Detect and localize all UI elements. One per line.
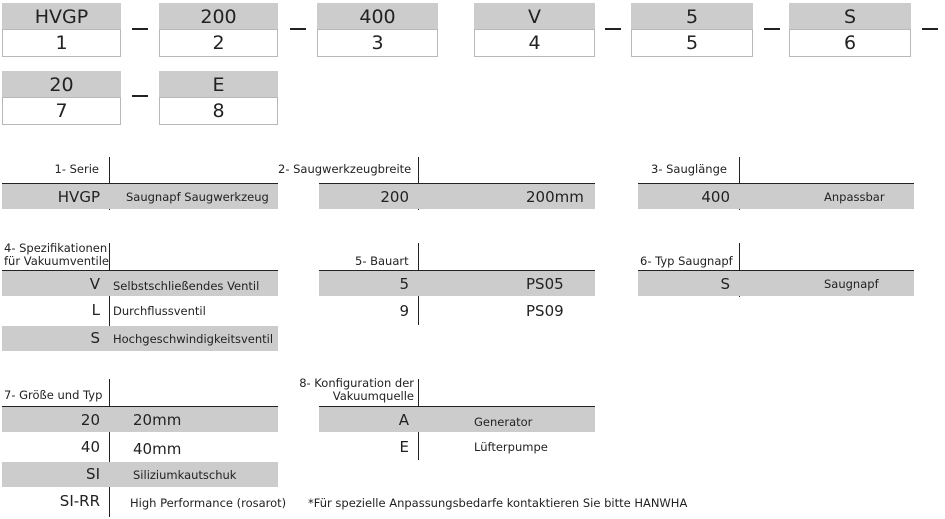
table-spez-code: L	[91, 301, 100, 319]
table-groesse-code: SI	[86, 465, 100, 483]
table-groesse-desc: Siliziumkautschuk	[133, 468, 237, 482]
code-box-3-index: 3	[317, 29, 438, 57]
table-row-band	[2, 462, 278, 487]
table-bauart-code: 5	[399, 275, 409, 293]
code-box-4-value: V	[474, 3, 595, 32]
code-box-1-value: HVGP	[2, 3, 121, 32]
table-serie-title: 1- Serie	[54, 162, 100, 176]
code-box-3-value: 400	[317, 3, 438, 32]
table-spez-desc: Hochgeschwindigkeitsventil	[113, 332, 274, 346]
table-serie-desc: Saugnapf Saugwerkzeug	[126, 190, 269, 204]
table-groesse-code: 40	[80, 438, 100, 456]
table-rule	[319, 270, 595, 271]
separator-dash	[290, 28, 306, 30]
table-groesse-desc: High Performance (rosarot)	[130, 496, 287, 510]
table-row-band	[638, 184, 914, 209]
code-box-7-value: 20	[2, 71, 121, 100]
table-rule	[2, 183, 278, 184]
table-groesse-code: SI-RR	[59, 492, 100, 510]
table-rule	[319, 406, 595, 407]
code-box-5-value: 5	[631, 3, 753, 32]
table-bauart-code: 9	[399, 302, 409, 320]
separator-dash	[605, 28, 621, 30]
table-breite-title: 2- Saugwerkzeugbreite	[278, 162, 412, 176]
table-konfig-code: A	[398, 411, 409, 429]
table-rule	[638, 270, 914, 271]
code-box-4-index: 4	[474, 29, 595, 57]
code-box-6-index: 6	[789, 29, 911, 57]
table-divider	[109, 243, 110, 351]
table-row-band	[319, 271, 595, 296]
table-spez-desc: Durchflussventil	[113, 304, 206, 318]
table-row-band	[638, 271, 914, 296]
table-groesse-desc: 20mm	[133, 411, 182, 429]
table-spez-title-line2: für Vakuumventile	[4, 254, 109, 268]
table-groesse-title: 7- Größe und Typ	[4, 388, 103, 402]
code-box-8-index: 8	[159, 97, 278, 125]
table-laenge-title: 3- Sauglänge	[651, 162, 727, 176]
table-bauart-desc: PS09	[526, 302, 564, 320]
table-row-band	[2, 326, 278, 351]
separator-dash	[764, 28, 780, 30]
separator-dash	[922, 28, 938, 30]
table-spez-title-line1: 4- Spezifikationen	[4, 241, 108, 255]
code-box-2-value: 200	[159, 3, 278, 32]
code-box-2-index: 2	[159, 29, 278, 57]
table-bauart-desc: PS05	[526, 275, 564, 293]
table-row-band	[2, 407, 278, 432]
table-row-band	[319, 184, 595, 209]
footnote: *Für spezielle Anpassungsbedarfe kontakt…	[308, 496, 688, 510]
table-divider	[109, 379, 110, 517]
table-typ-desc: Saugnapf	[824, 277, 879, 291]
separator-dash	[132, 28, 148, 30]
table-groesse-code: 20	[80, 411, 100, 429]
table-spez-code: S	[90, 329, 100, 347]
table-konfig-desc: Generator	[474, 415, 533, 429]
code-box-1-index: 1	[2, 29, 121, 57]
table-rule	[2, 270, 278, 271]
table-rule	[319, 183, 595, 184]
table-spez-desc: Selbstschließendes Ventil	[113, 279, 260, 293]
table-rule	[638, 183, 914, 184]
table-breite-code: 200	[380, 188, 409, 206]
table-konfig-title-line1: 8- Konfiguration der	[299, 376, 414, 390]
table-groesse-desc: 40mm	[133, 440, 182, 458]
table-laenge-desc: Anpassbar	[824, 190, 885, 204]
table-konfig-title-line2: Vakuumquelle	[332, 389, 414, 403]
table-row-band	[2, 271, 278, 296]
table-bauart-title: 5- Bauart	[355, 254, 409, 268]
table-typ-code: S	[720, 275, 730, 293]
table-laenge-code: 400	[701, 188, 730, 206]
table-konfig-desc: Lüfterpumpe	[474, 440, 548, 454]
table-konfig-code: E	[399, 438, 409, 456]
table-row-band	[2, 184, 278, 209]
code-box-7-index: 7	[2, 97, 121, 125]
table-breite-desc: 200mm	[526, 188, 584, 206]
table-spez-code: V	[89, 275, 100, 293]
table-serie-code: HVGP	[57, 188, 100, 206]
table-typ-title: 6- Typ Saugnapf	[640, 254, 733, 268]
separator-dash	[132, 95, 148, 97]
code-box-8-value: E	[159, 71, 278, 100]
code-box-5-index: 5	[631, 29, 753, 57]
table-rule	[2, 406, 278, 407]
table-row-band	[319, 407, 595, 432]
code-box-6-value: S	[789, 3, 911, 32]
